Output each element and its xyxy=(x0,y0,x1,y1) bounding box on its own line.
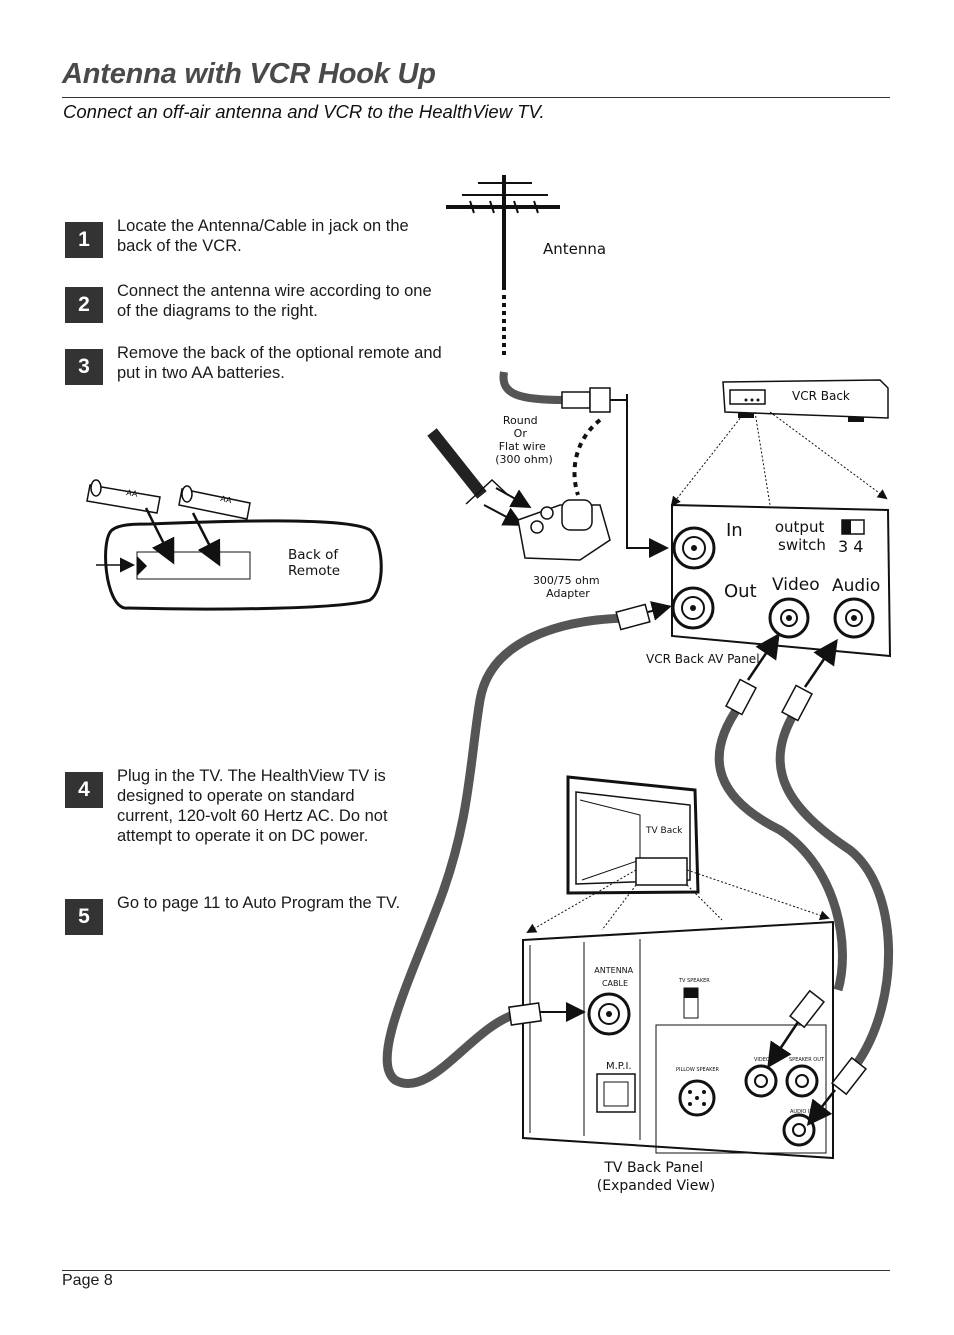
video-label: Video xyxy=(772,575,820,595)
antenna-icon xyxy=(446,175,560,355)
step-number: 3 xyxy=(65,349,103,385)
step-number: 2 xyxy=(65,287,103,323)
page-subtitle: Connect an off-air antenna and VCR to th… xyxy=(63,101,545,122)
vcr-panel-caption: VCR Back AV Panel xyxy=(646,652,760,666)
step-text: Go to page 11 to Auto Program the TV. xyxy=(117,894,401,912)
tv-antenna-jack xyxy=(587,992,631,1036)
battery-label: AA xyxy=(220,494,233,505)
step-text: Remove the back of the optional remote a… xyxy=(117,344,442,382)
step-number: 1 xyxy=(65,222,103,258)
tv-panel-caption: TV Back Panel (Expanded View) xyxy=(597,1160,715,1194)
tv-speaker-out-jack xyxy=(785,1064,819,1098)
step-text: Plug in the TV. The HealthView TV is des… xyxy=(117,767,388,845)
page-title: Antenna with VCR Hook Up xyxy=(62,58,436,90)
title-rule xyxy=(62,97,890,98)
video-in-label: VIDEO IN xyxy=(754,1057,777,1063)
antenna-cable-label: ANTENNA CABLE xyxy=(594,966,635,988)
remote-label: Back of Remote xyxy=(288,547,342,579)
battery-icon xyxy=(86,479,161,514)
tv-back-icon xyxy=(566,775,700,895)
round-wire-label: Round Or Flat wire (300 ohm) xyxy=(495,414,553,466)
vcr-audio-jack xyxy=(833,597,875,639)
vcr-video-jack xyxy=(768,597,810,639)
pillow-speaker-label: PILLOW SPEAKER xyxy=(676,1067,720,1073)
antenna-label: Antenna xyxy=(543,240,606,258)
audio-in-label: AUDIO IN xyxy=(790,1109,813,1115)
battery-icon xyxy=(178,485,251,520)
output-switch-label: output switch xyxy=(775,518,829,554)
battery-label: AA xyxy=(126,488,139,499)
audio-label: Audio xyxy=(832,576,880,596)
pillow-speaker-jack xyxy=(678,1079,716,1117)
tv-back-label: TV Back xyxy=(645,826,683,836)
vcr-in-label: In xyxy=(726,520,743,541)
adapter-label: 300/75 ohm Adapter xyxy=(533,574,603,600)
vcr-out-label: Out xyxy=(724,581,757,602)
step-text: Connect the antenna wire according to on… xyxy=(117,282,432,320)
vcr-in-jack xyxy=(672,526,716,570)
mpi-label: M.P.I. xyxy=(606,1061,632,1072)
vcr-back-icon xyxy=(722,379,889,422)
tv-speaker-label: TV SPEAKER xyxy=(678,978,710,984)
vcr-out-jack xyxy=(671,586,715,630)
step-number: 4 xyxy=(65,772,103,808)
coax-cable xyxy=(382,613,626,1088)
audio-cable xyxy=(775,709,893,1065)
vcr-back-label: VCR Back xyxy=(792,389,850,403)
step-number: 5 xyxy=(65,899,103,935)
speaker-out-label: SPEAKER OUT xyxy=(789,1057,825,1063)
adapter-icon xyxy=(517,499,611,561)
video-cable xyxy=(714,702,847,992)
page-number: Page 8 xyxy=(62,1272,113,1289)
tv-video-in-jack xyxy=(744,1064,778,1098)
footer-rule xyxy=(62,1270,890,1271)
tv-audio-in-jack xyxy=(782,1113,816,1147)
switch-channels-label: 3 4 xyxy=(838,537,863,556)
step-text: Locate the Antenna/Cable in jack on the … xyxy=(117,217,409,255)
